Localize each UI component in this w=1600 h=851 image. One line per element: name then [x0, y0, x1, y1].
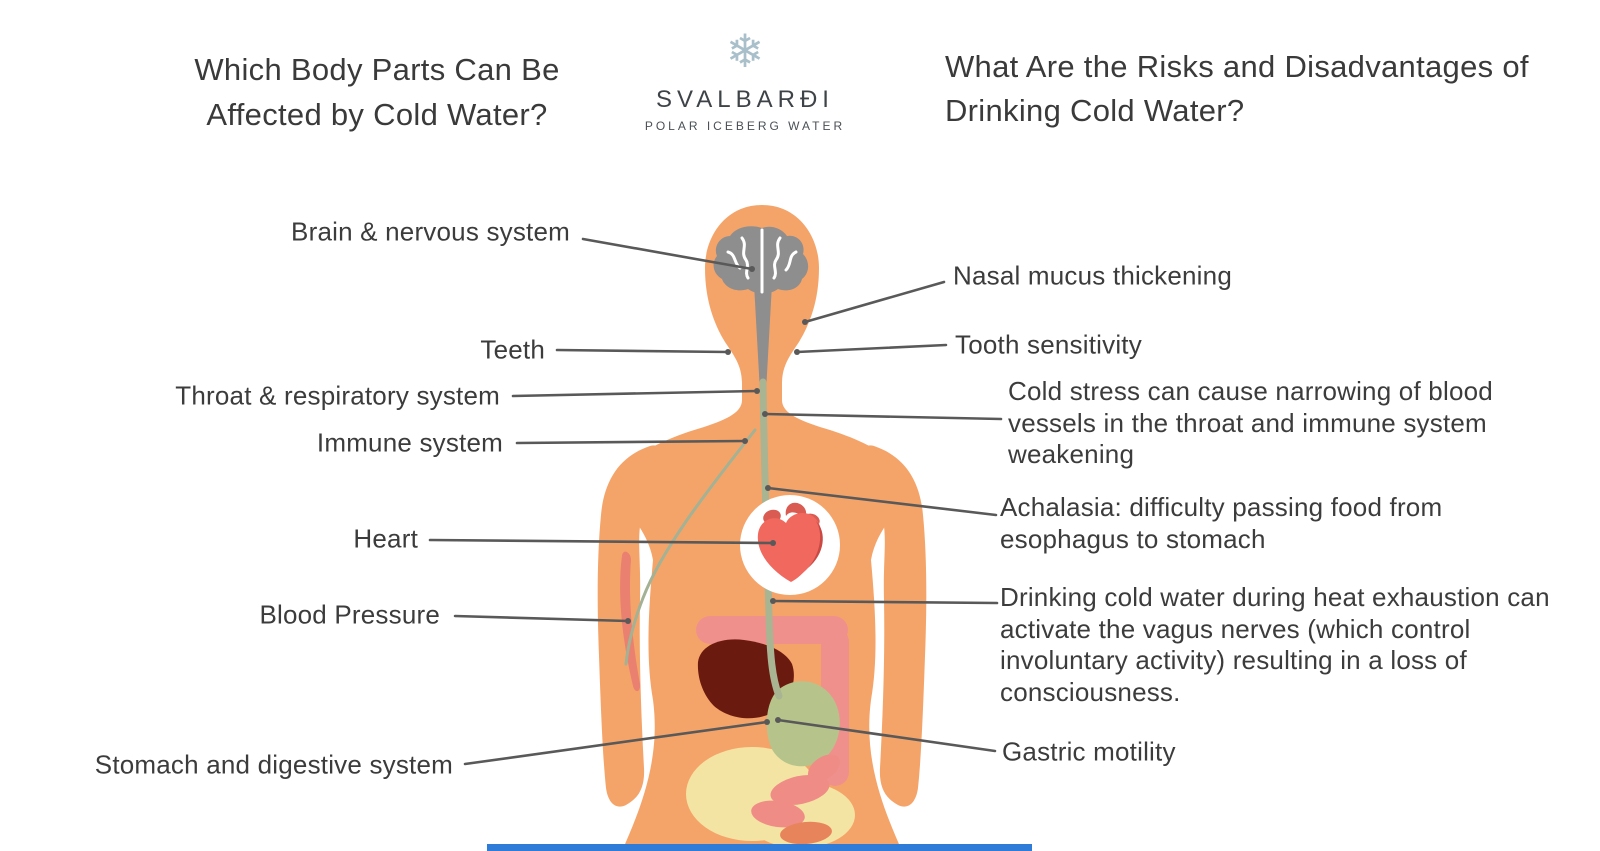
label-achalasia: Achalasia: difficulty passing food from … [1000, 492, 1443, 554]
right-arm [853, 445, 927, 807]
line-teeth [555, 348, 730, 354]
line-blood-pressure [453, 614, 630, 623]
label-blood-pressure: Blood Pressure [259, 599, 440, 630]
line-gastric [776, 718, 997, 753]
lower-intestine [751, 754, 841, 845]
label-vagus-nerves: Drinking cold water during heat exhausti… [1000, 582, 1550, 708]
line-tooth-sensitivity [795, 343, 948, 354]
label-gastric-motility: Gastric motility [1002, 736, 1176, 767]
brand-subtitle: POLAR ICEBERG WATER [644, 119, 846, 133]
label-teeth: Teeth [480, 334, 545, 365]
label-heart: Heart [353, 523, 418, 554]
line-vagus [771, 599, 999, 605]
brand-name: SVALBARÐI [656, 86, 834, 113]
label-brain-nervous-system: Brain & nervous system [291, 216, 570, 247]
label-immune-system: Immune system [316, 427, 503, 458]
label-throat-respiratory: Throat & respiratory system [175, 380, 500, 411]
left-heading: Which Body Parts Can Be Affected by Cold… [194, 52, 560, 132]
label-nasal-mucus: Nasal mucus thickening [953, 260, 1232, 291]
line-heart [428, 538, 775, 545]
right-heading: What Are the Risks and Disadvantages of … [945, 49, 1529, 129]
line-stomach [463, 720, 769, 766]
line-brain [581, 237, 754, 271]
heart [740, 495, 840, 595]
line-nasal [803, 280, 946, 324]
label-cold-stress: Cold stress can cause narrowing of blood… [1008, 376, 1493, 470]
brain-stem [754, 284, 772, 392]
snowflake-icon: ❄ [725, 24, 765, 78]
label-tooth-sensitivity: Tooth sensitivity [955, 329, 1142, 360]
line-immune [515, 439, 747, 445]
bottom-accent-bar [487, 844, 1032, 851]
brand-logo: ❄ SVALBARÐI POLAR ICEBERG WATER [637, 28, 853, 133]
vagus-nerve-line [624, 428, 757, 666]
line-achalasia [766, 486, 998, 517]
line-cold-stress [763, 412, 1003, 421]
label-stomach-digestive: Stomach and digestive system [94, 749, 453, 780]
connector-dots [625, 266, 808, 725]
connector-lines [428, 237, 1003, 766]
line-throat [511, 389, 759, 398]
